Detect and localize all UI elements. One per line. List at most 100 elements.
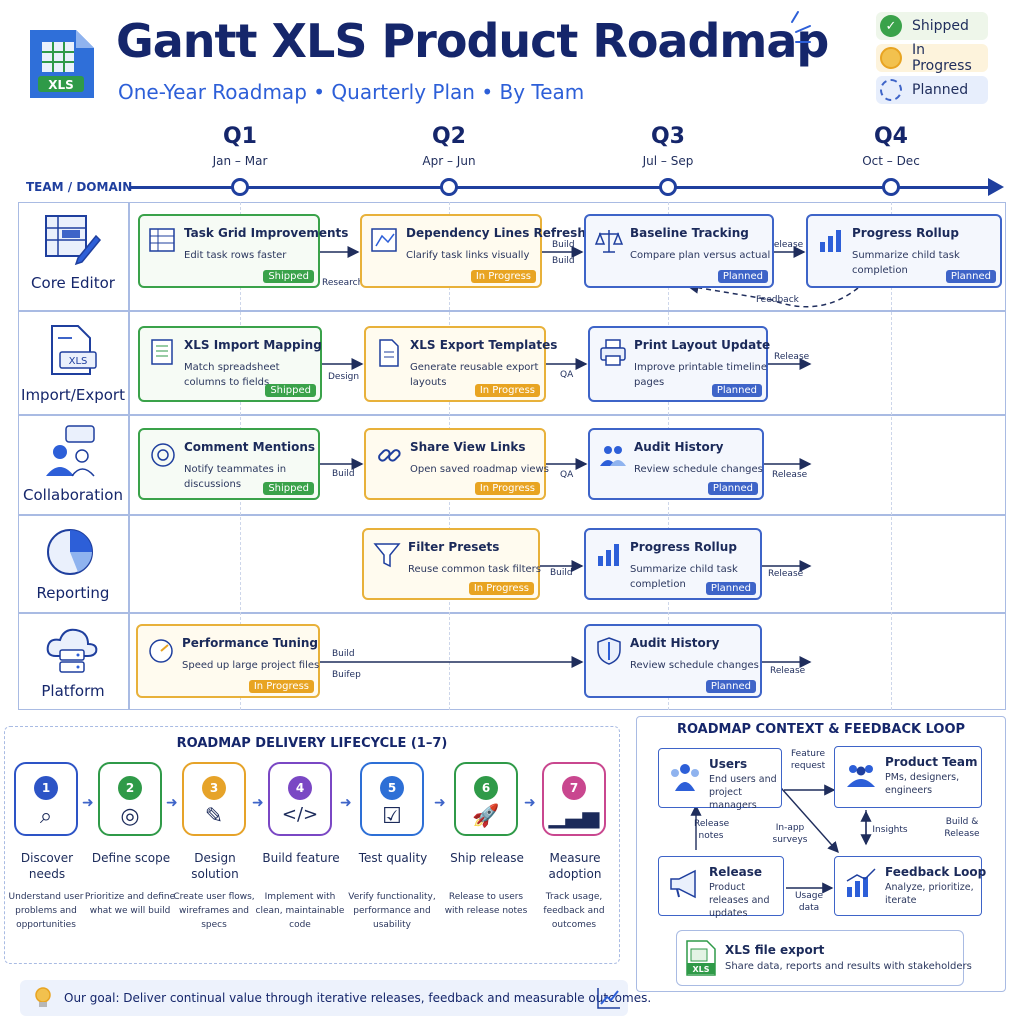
task-description: Improve printable timeline pages [634, 362, 768, 388]
context-label: Feature request [790, 749, 826, 771]
step-name: Build feature [262, 851, 340, 865]
connector-label: QA [560, 470, 574, 480]
task-card-audit-history-platform[interactable]: Audit History Review schedule changes Pl… [584, 624, 762, 698]
timeline-marker-q4 [882, 178, 900, 196]
task-title: Audit History [630, 636, 720, 650]
xls-file-icon: XLS [686, 940, 716, 976]
lifecycle-step-5: 5 ☑ [360, 762, 424, 836]
context-label: Insights [872, 825, 908, 835]
task-card-share-view[interactable]: Share View Links Open saved roadmap view… [364, 428, 549, 500]
task-card-performance-tuning[interactable]: Performance Tuning Speed up large projec… [136, 624, 320, 698]
step-description: Understand user problems and opportuniti… [8, 892, 84, 930]
lane-separator [18, 310, 1006, 312]
task-description: Generate reusable export layouts [410, 362, 539, 388]
lane-label-import-export: Import/Export [21, 386, 125, 404]
task-card-dependency-lines[interactable]: Dependency Lines Refresh Clarify task li… [360, 214, 586, 288]
quarter-label-q1: Q1 [222, 124, 257, 149]
connector-label: Release [774, 352, 810, 362]
step-name: Test quality [358, 851, 428, 865]
task-card-xls-import[interactable]: XLS Import Mapping Match spreadsheet col… [138, 326, 322, 402]
task-description: Summarize child task completion [630, 564, 738, 590]
lane-separator [18, 612, 1006, 614]
quarter-range-q1: Jan – Mar [212, 154, 268, 168]
connector-label: Release [770, 666, 806, 676]
step-number: 7 [562, 776, 586, 800]
goal-banner: Our goal: Deliver continual value throug… [20, 980, 651, 1016]
arrow-right-icon: ➜ [252, 795, 264, 811]
shield-icon [597, 637, 621, 665]
quarter-range-q4: Oct – Dec [862, 154, 920, 168]
quarter-range-q2: Apr – Jun [422, 154, 476, 168]
task-card-task-grid[interactable]: Task Grid Improvements Edit task rows fa… [138, 214, 348, 288]
checkbox-icon: ☑ [382, 804, 402, 829]
step-description: Track usage, feedback and outcomes [543, 892, 605, 930]
task-card-progress-rollup-report[interactable]: Progress Rollup Summarize child task com… [584, 528, 762, 600]
context-label: In-app surveys [772, 823, 808, 845]
legend-label: In Progress [912, 42, 972, 74]
lane-label-reporting: Reporting [36, 584, 110, 602]
status-badge: Planned [717, 270, 768, 283]
connector-label: Research [322, 278, 364, 288]
lane-label-platform: Platform [41, 682, 105, 700]
context-users-box: Users End users and project managers [658, 748, 782, 811]
task-title: Print Layout Update [634, 338, 771, 352]
dependency-diagram-icon [371, 228, 397, 252]
target-icon: ◎ [120, 804, 140, 829]
app-icon-label: XLS [48, 78, 74, 92]
lifecycle-step-7: 7 ▁▃▅ [542, 762, 606, 836]
context-box-title: Users [709, 757, 748, 771]
step-name: Discover needs [20, 851, 74, 881]
lane-label-divider [128, 202, 130, 710]
context-label: Build & Release [944, 817, 980, 839]
xls-app-icon: XLS [30, 30, 94, 98]
quarter-gridline [891, 202, 892, 710]
step-number: 2 [118, 776, 142, 800]
status-badge: In Progress [474, 482, 540, 495]
task-card-comment-mentions[interactable]: Comment Mentions Notify teammates in dis… [138, 428, 320, 500]
link-icon [378, 449, 401, 462]
connector-label: Build [332, 469, 355, 479]
task-description: Compare plan versus actual [630, 250, 771, 261]
legend-shipped: ✓ Shipped [876, 12, 988, 40]
context-box-desc: Product releases and updates [709, 882, 770, 919]
status-legend: ✓ Shipped In Progress Planned [876, 12, 988, 108]
trend-chart-icon [597, 988, 620, 1009]
task-description: Speed up large project files [182, 660, 320, 671]
step-description: Verify functionality, performance and us… [348, 892, 436, 930]
step-name: Measure adoption [548, 851, 602, 881]
swimlane-grid [18, 202, 1006, 710]
step-number: 1 [34, 776, 58, 800]
quarter-label-q3: Q3 [650, 124, 685, 149]
lifecycle-step-1: 1 ⌕ [14, 762, 78, 836]
task-description: Reuse common task filters [408, 564, 541, 575]
connector-label: Build [550, 568, 573, 578]
task-card-xls-export[interactable]: XLS Export Templates Generate reusable e… [364, 326, 557, 402]
step-number: 5 [380, 776, 404, 800]
step-name: Design solution [191, 851, 239, 881]
lane-separator [18, 514, 1006, 516]
arrow-right-icon: ➜ [434, 795, 446, 811]
users-icon [671, 764, 699, 791]
connector-label: Release [768, 569, 804, 579]
task-card-baseline-tracking[interactable]: Baseline Tracking Compare plan versus ac… [584, 214, 774, 288]
task-card-progress-rollup[interactable]: Progress Rollup Summarize child task com… [806, 214, 1002, 288]
task-title: Progress Rollup [852, 226, 959, 240]
pie-chart-icon [47, 529, 93, 575]
people-chat-icon [46, 425, 95, 477]
task-description: Review schedule changes [634, 464, 763, 475]
check-icon: ✓ [880, 15, 902, 37]
bar-chart-icon [820, 230, 841, 252]
status-badge: Shipped [265, 384, 316, 397]
svg-text:XLS: XLS [69, 356, 88, 367]
task-card-print-layout[interactable]: Print Layout Update Improve printable ti… [588, 326, 771, 402]
connector-label: Buifep [332, 670, 361, 680]
xls-file-icon: XLS [51, 325, 97, 375]
arrow-right-icon: ➜ [340, 795, 352, 811]
legend-in-progress: In Progress [876, 42, 988, 74]
task-card-audit-history[interactable]: Audit History Review schedule changes Pl… [588, 428, 764, 500]
pen-icon: ✎ [204, 804, 224, 829]
bar-chart-icon [598, 544, 619, 566]
status-badge: In Progress [468, 582, 534, 595]
task-card-filter-presets[interactable]: Filter Presets Reuse common task filters… [362, 528, 541, 600]
people-icon [600, 446, 626, 466]
